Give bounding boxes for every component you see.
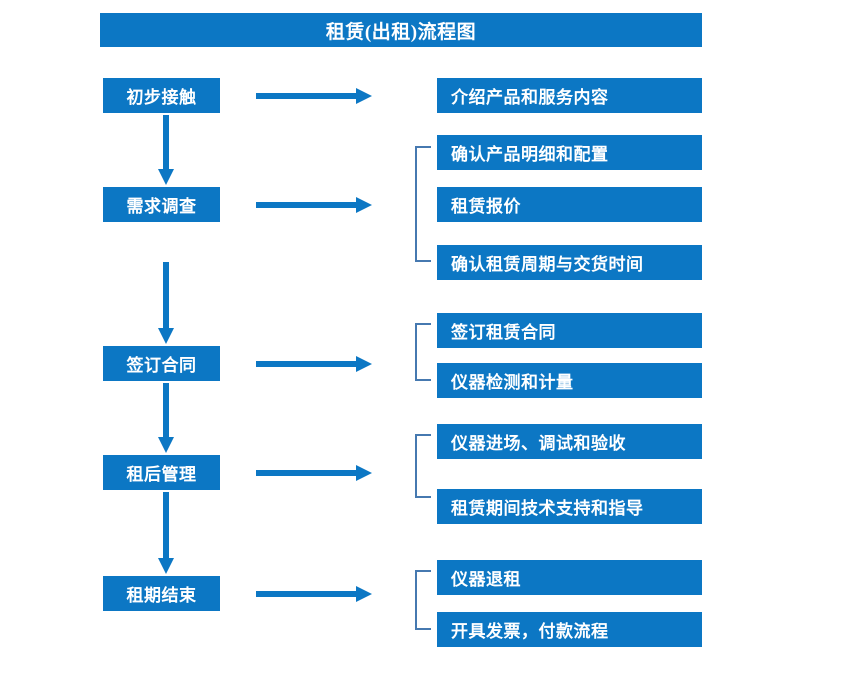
group-bracket-end [415, 570, 431, 630]
arrow-right-2 [256, 197, 372, 213]
detail-box-10[interactable]: 开具发票，付款流程 [437, 612, 702, 647]
group-bracket-needs [415, 146, 431, 262]
arrow-down-3 [158, 383, 174, 453]
detail-box-8[interactable]: 租赁期间技术支持和指导 [437, 489, 702, 524]
arrow-down-1 [158, 115, 174, 185]
group-bracket-management [415, 434, 431, 498]
stage-box-3[interactable]: 签订合同 [103, 346, 220, 381]
stage-box-2[interactable]: 需求调查 [103, 187, 220, 222]
arrow-right-1 [256, 88, 372, 104]
stage-box-5[interactable]: 租期结束 [103, 576, 220, 611]
detail-box-5[interactable]: 签订租赁合同 [437, 313, 702, 348]
detail-box-1[interactable]: 介绍产品和服务内容 [437, 78, 702, 113]
group-bracket-contract [415, 323, 431, 381]
detail-box-3[interactable]: 租赁报价 [437, 187, 702, 222]
detail-box-9[interactable]: 仪器退租 [437, 560, 702, 595]
arrow-down-4 [158, 492, 174, 574]
stage-box-1[interactable]: 初步接触 [103, 78, 220, 113]
arrow-right-5 [256, 586, 372, 602]
arrow-right-4 [256, 465, 372, 481]
detail-box-6[interactable]: 仪器检测和计量 [437, 363, 702, 398]
detail-box-7[interactable]: 仪器进场、调试和验收 [437, 424, 702, 459]
stage-box-4[interactable]: 租后管理 [103, 455, 220, 490]
detail-box-2[interactable]: 确认产品明细和配置 [437, 135, 702, 170]
detail-box-4[interactable]: 确认租赁周期与交货时间 [437, 245, 702, 280]
diagram-title: 租赁(出租)流程图 [100, 13, 702, 47]
arrow-right-3 [256, 356, 372, 372]
arrow-down-2 [158, 262, 174, 344]
